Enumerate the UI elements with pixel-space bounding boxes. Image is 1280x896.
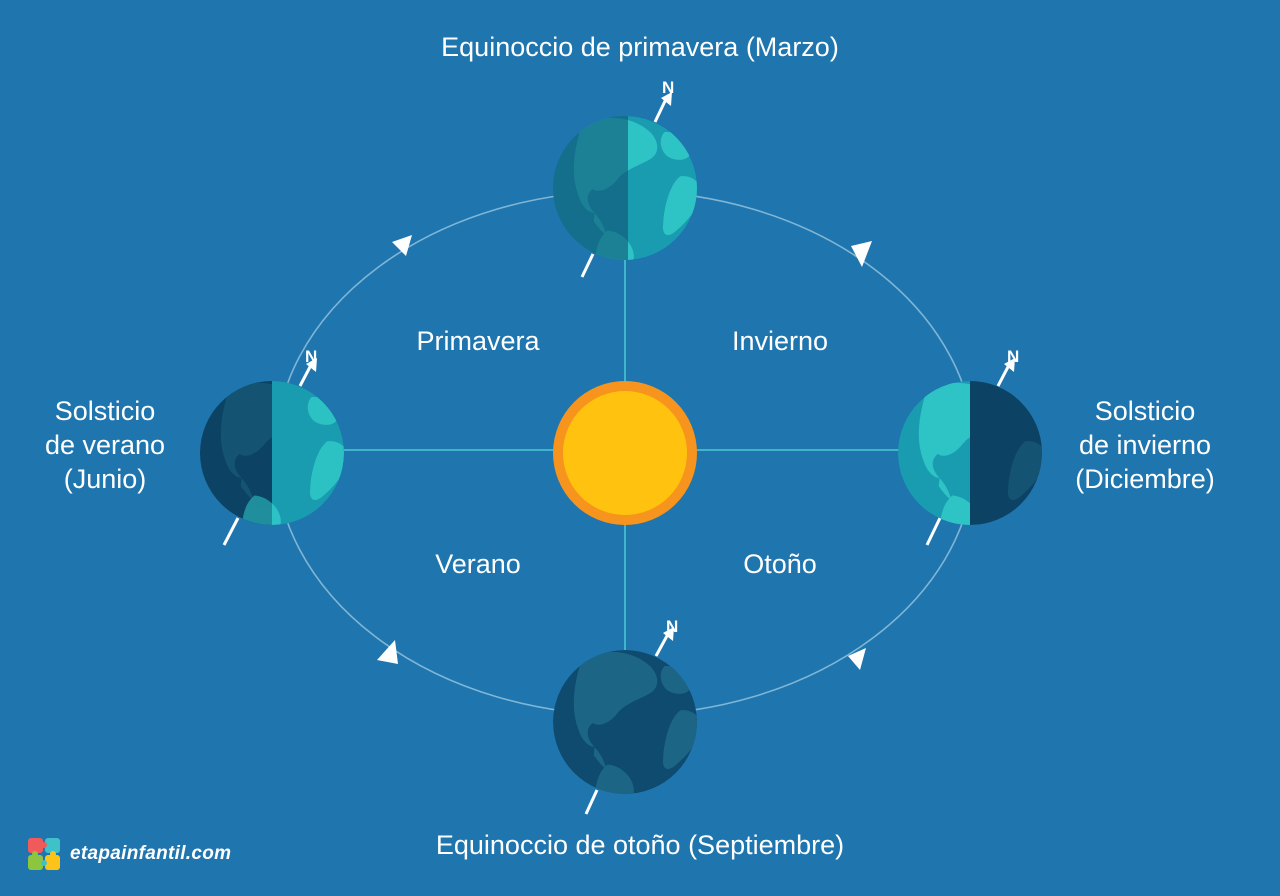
label-march-equinox: Equinoccio de primavera (Marzo) [441, 32, 839, 62]
label-june-line-3: (Junio) [63, 464, 147, 494]
orbit-arrow-bottom-left [377, 640, 398, 664]
earth-december [898, 358, 1042, 546]
north-label-december: N [1007, 347, 1020, 366]
watermark-logo: etapainfantil.com [28, 838, 231, 870]
north-label-september: N [666, 617, 679, 636]
north-axis [654, 633, 670, 657]
north-label-june: N [305, 347, 318, 366]
sun [553, 381, 697, 525]
watermark-text: etapainfantil.com [70, 843, 232, 864]
axis-south-stub [584, 789, 599, 815]
north-axis [298, 364, 313, 387]
orbit-arrow-bottom-right [848, 648, 866, 670]
label-june-line-1: Solsticio [54, 396, 156, 426]
axis-south-stub [222, 517, 240, 546]
season-summer: Verano [435, 549, 521, 579]
north-axis [996, 364, 1011, 387]
label-december-line-1: Solsticio [1094, 396, 1196, 426]
puzzle-logo-icon [28, 838, 60, 870]
season-spring: Primavera [416, 326, 540, 356]
orbit-arrow-top-left [392, 235, 412, 256]
north-label-march: N [662, 78, 675, 97]
season-winter: Invierno [731, 326, 829, 356]
label-june-solstice: Solsticio de verano (Junio) [20, 394, 190, 496]
label-december-line-2: de invierno [1078, 430, 1212, 460]
label-september-equinox: Equinoccio de otoño (Septiembre) [435, 830, 845, 860]
earth-june [200, 358, 344, 546]
north-arrowhead [661, 92, 672, 106]
north-arrowhead [663, 627, 674, 641]
orbit-arrow-top-right [851, 241, 872, 267]
label-december-line-3: (Diciembre) [1075, 464, 1215, 494]
axis-south-stub [580, 253, 595, 278]
north-arrowhead [306, 358, 317, 372]
earth-september [553, 627, 697, 815]
north-arrowhead [1004, 358, 1015, 372]
north-axis [653, 98, 668, 123]
axis-south-stub [925, 517, 942, 546]
label-june-line-2: de verano [44, 430, 166, 460]
season-autumn: Otoño [743, 549, 817, 579]
label-december-solstice: Solsticio de invierno (Diciembre) [1060, 394, 1230, 496]
